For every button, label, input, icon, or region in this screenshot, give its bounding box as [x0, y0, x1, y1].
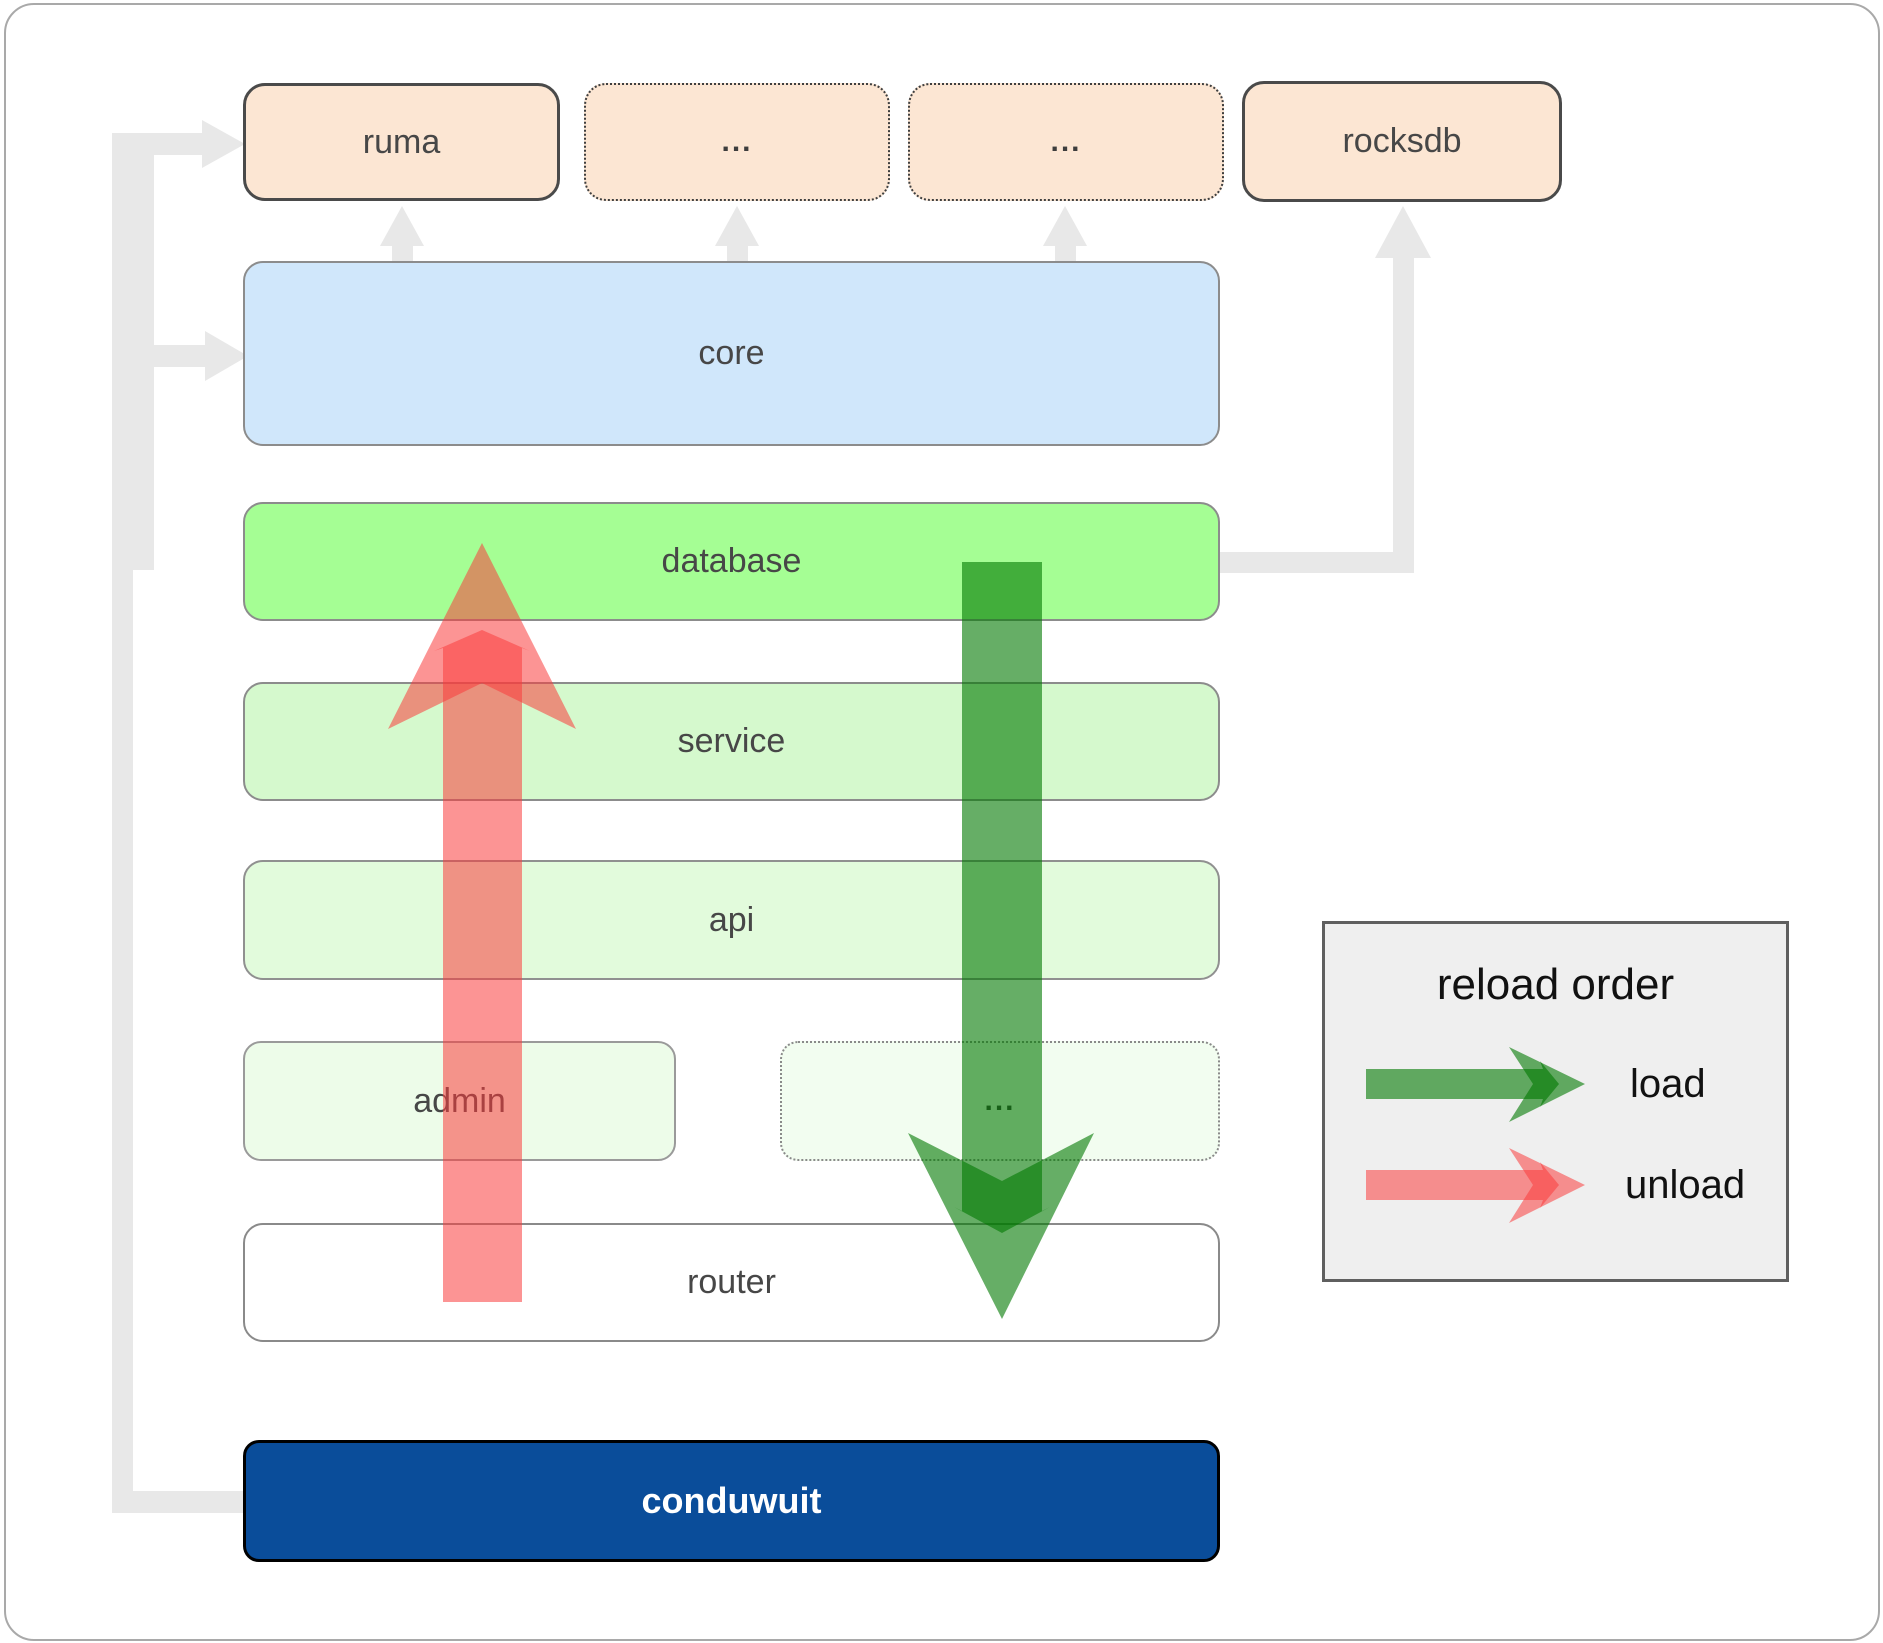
box-ellipsis-mid: ... [780, 1041, 1220, 1161]
box-admin: admin [243, 1041, 676, 1161]
box-service-label: service [677, 722, 786, 760]
box-database-label: database [661, 542, 802, 580]
box-rocksdb: rocksdb [1242, 81, 1562, 202]
box-router: router [243, 1223, 1220, 1342]
box-service: service [243, 682, 1220, 801]
box-core-label: core [698, 334, 765, 372]
box-rocksdb-label: rocksdb [1342, 122, 1462, 160]
box-api: api [243, 860, 1220, 980]
diagram-outer-frame [4, 3, 1880, 1641]
box-ellipsis-top-1: ... [584, 83, 890, 201]
box-conduwuit-label: conduwuit [641, 1480, 822, 1521]
box-ellipsis-mid-label: ... [984, 1084, 1016, 1117]
legend-load-label: load [1630, 1062, 1706, 1106]
box-api-label: api [708, 900, 755, 939]
box-admin-label: admin [413, 1081, 506, 1120]
box-router-label: router [687, 1263, 776, 1301]
box-ellipsis-top-2: ... [908, 83, 1224, 201]
box-ruma: ruma [243, 83, 560, 201]
legend-unload-arrow-icon [1366, 1148, 1585, 1223]
legend-load-arrow-icon [1366, 1047, 1585, 1122]
box-core: core [243, 261, 1220, 446]
box-ellipsis-top-1-label: ... [721, 125, 753, 158]
legend-unload-label: unload [1625, 1163, 1746, 1207]
legend-title: reload order [1436, 960, 1675, 1009]
box-ellipsis-top-2-label: ... [1050, 125, 1082, 158]
box-conduwuit: conduwuit [243, 1440, 1220, 1562]
box-ruma-label: ruma [362, 122, 441, 161]
legend-reload-order: reload order load unload [1322, 921, 1789, 1282]
box-database: database [243, 502, 1220, 621]
